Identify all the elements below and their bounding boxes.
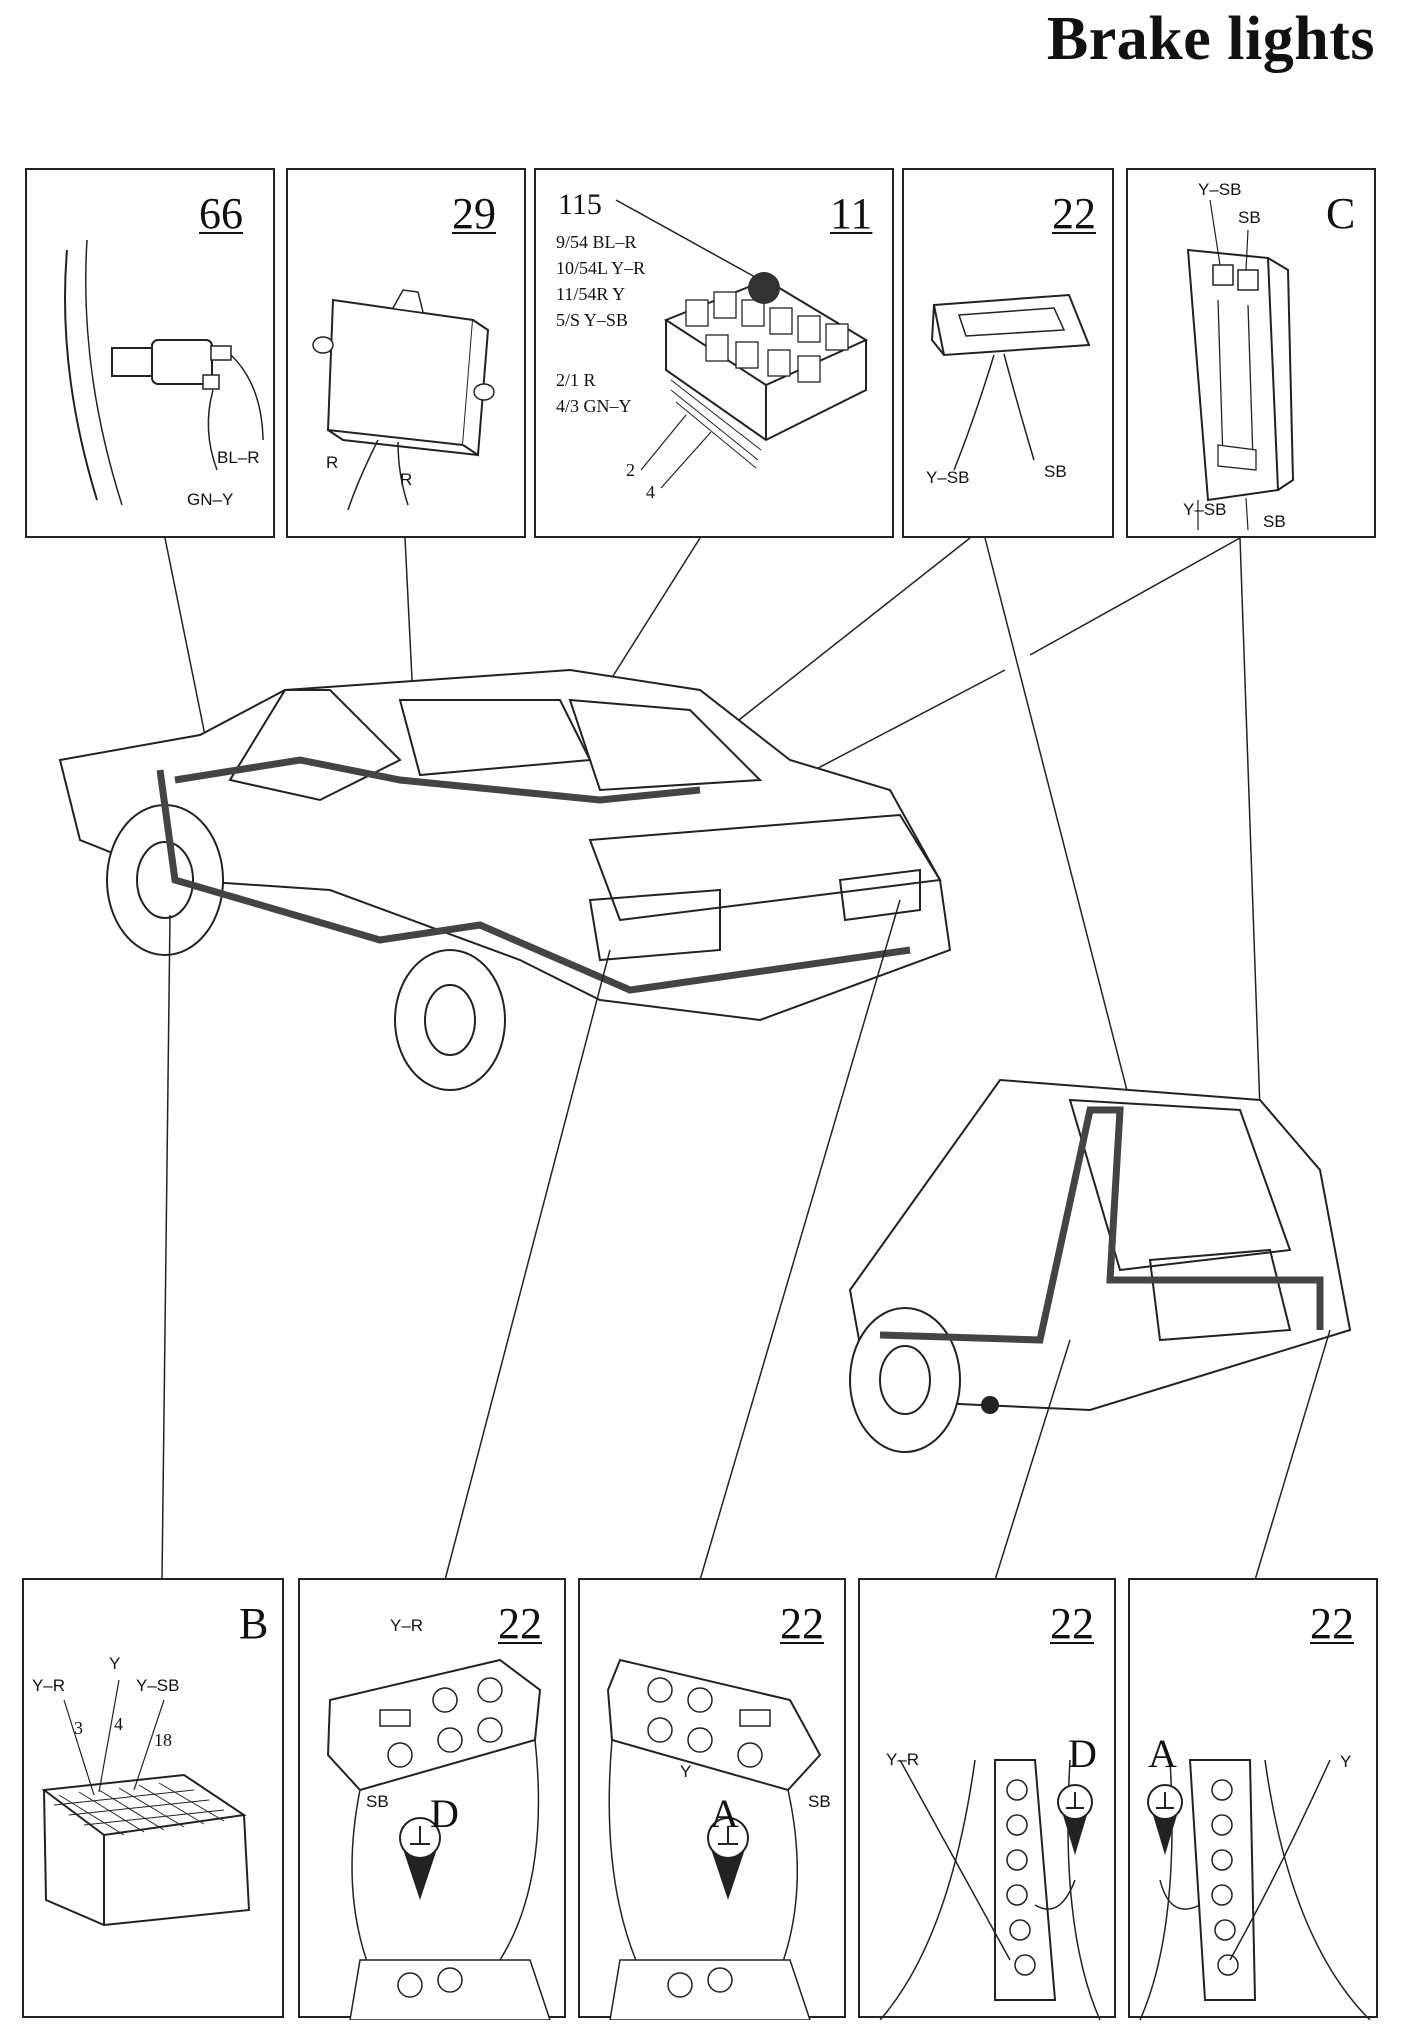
ground-point-a: A — [1148, 1731, 1177, 1776]
panel-22-estate-right-tail: 22 Y A — [1128, 1578, 1378, 2020]
ground-point-a: A — [710, 1791, 739, 1836]
panel-22-sedan-right-tail: 22 Y SB A — [578, 1578, 846, 2020]
wire-label-sb-bottom: SB — [1263, 512, 1286, 531]
pin-label: 11/54R Y — [556, 284, 626, 304]
wire-label-r-left: R — [326, 453, 339, 472]
page-title: Brake lights — [1046, 5, 1375, 73]
panel-11-central-unit: 115 11 9/54 BL–R 10/54L Y–R 11/54R Y 5/S… — [534, 168, 894, 538]
panel-22-sedan-left-tail: 22 Y–R SB D — [298, 1578, 566, 2020]
connector-b-drawing — [41, 1679, 251, 1927]
brake-switch-drawing — [64, 239, 264, 506]
wire-label-y-r: Y–R — [886, 1750, 920, 1769]
control-module-drawing — [312, 289, 495, 511]
wire-label-y: Y — [109, 1654, 121, 1673]
panel-number: 66 — [199, 189, 243, 238]
panel-number: 22 — [780, 1599, 824, 1648]
sedan-car — [58, 668, 952, 1091]
pin-label: 4/3 GN–Y — [556, 396, 632, 416]
estate-wiring-harness — [879, 1106, 1324, 1344]
wire-label-y-sb-bottom: Y–SB — [1183, 500, 1227, 519]
callout-115: 115 — [558, 188, 602, 221]
wire-label-sb-top: SB — [1238, 208, 1261, 227]
ground-point-d: D — [1068, 1731, 1097, 1776]
wire-label-sb: SB — [1044, 462, 1067, 481]
pin-number: 18 — [154, 1730, 172, 1750]
fuse-number: 4 — [646, 482, 655, 502]
panel-29-control-module: 29 R R — [286, 168, 526, 538]
wire-label-gn-y: GN–Y — [187, 490, 234, 509]
wire-label-y-r: Y–R — [390, 1616, 424, 1635]
panel-letter: B — [239, 1599, 269, 1648]
panel-number: 22 — [1052, 189, 1096, 238]
wire-label-r-right: R — [400, 470, 413, 489]
panel-c-connector: C Y–SB SB Y–SB SB — [1126, 168, 1376, 538]
panel-number: 22 — [1050, 1599, 1094, 1648]
leader-lines-top — [164, 537, 1261, 1181]
wire-label-y-sb: Y–SB — [926, 468, 970, 487]
pin-label: 10/54L Y–R — [556, 258, 646, 278]
panel-number: 11 — [830, 189, 873, 238]
sedan-wiring-harness — [156, 756, 911, 994]
pin-number: 3 — [74, 1718, 83, 1738]
wire-label-sb: SB — [366, 1792, 389, 1811]
panel-number: 22 — [1310, 1599, 1354, 1648]
pin-label: 2/1 R — [556, 370, 596, 390]
wire-label-bl-r: BL–R — [217, 448, 260, 467]
wire-label-y-r: Y–R — [32, 1676, 66, 1695]
wire-label-y: Y — [1340, 1752, 1352, 1771]
estate-left-tail-drawing — [879, 1759, 1101, 2020]
wire-label-y: Y — [680, 1762, 692, 1781]
panel-number: 22 — [498, 1599, 542, 1648]
leader-lines-bottom — [161, 899, 1331, 1581]
fuse-number: 2 — [626, 460, 635, 480]
wire-label-y-sb-top: Y–SB — [1198, 180, 1242, 199]
panel-letter: C — [1326, 189, 1356, 238]
connector-c-drawing — [1186, 199, 1295, 531]
pin-label: 5/S Y–SB — [556, 310, 628, 330]
panel-66-brake-switch: 66 BL–R GN–Y — [25, 168, 275, 538]
ground-point-d: D — [430, 1791, 459, 1836]
sedan-right-tail-drawing — [606, 1658, 822, 2020]
sedan-left-tail-drawing — [326, 1658, 551, 2020]
estate-right-tail-drawing — [1139, 1759, 1371, 2020]
pin-number: 4 — [114, 1714, 123, 1734]
panel-22-estate-left-tail: 22 Y–R D — [858, 1578, 1116, 2020]
pin-label: 9/54 BL–R — [556, 232, 637, 252]
high-brake-light-drawing — [930, 293, 1091, 471]
wire-label-y-sb: Y–SB — [136, 1676, 180, 1695]
wire-label-sb: SB — [808, 1792, 831, 1811]
estate-ground-point — [981, 1396, 999, 1414]
panel-b-connector: B Y–R Y Y–SB 3 4 18 — [22, 1578, 284, 2018]
estate-car — [848, 1078, 1352, 1453]
panel-22-high-brake-light: 22 Y–SB SB — [902, 168, 1114, 538]
central-unit-drawing — [615, 199, 869, 489]
panel-number: 29 — [452, 189, 496, 238]
